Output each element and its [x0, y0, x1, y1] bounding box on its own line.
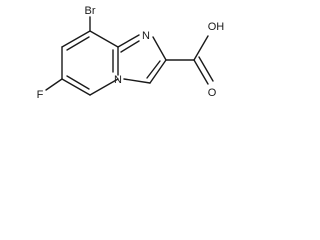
atom-label-o: O: [208, 87, 217, 99]
bond-n1-c2: [152, 36, 167, 61]
bond-c8a-n1-inner: [120, 40, 140, 53]
bond-c5-c6-inner: [66, 75, 90, 90]
bond-c6-f: [45, 78, 63, 91]
atom-label-br: Br: [85, 5, 96, 17]
bond-c8a-n1: [117, 34, 140, 48]
molecule-svg: Br F N N OH O: [37, 5, 225, 101]
atom-label-n1: N: [142, 30, 150, 42]
atom-label-f: F: [37, 89, 44, 101]
bond-c8-c8a: [89, 30, 119, 48]
bond-n4-c5: [89, 78, 119, 96]
bond-c5-c6: [61, 78, 91, 96]
bond-ccooh-oh: [193, 35, 209, 61]
bond-c3-n4: [123, 78, 151, 84]
bond-c2-c3: [149, 59, 167, 84]
structure-diagram: Br F N N OH O: [0, 0, 251, 137]
atom-label-oh: OH: [208, 21, 225, 33]
bond-c2-c3-inner: [146, 60, 161, 79]
bond-ccooh-o: [193, 59, 209, 85]
bond-ccooh-o-second: [198, 56, 214, 82]
bond-c7-c8: [61, 30, 91, 48]
atom-label-n4: N: [114, 74, 122, 86]
bond-c7-c8-inner: [66, 36, 90, 51]
